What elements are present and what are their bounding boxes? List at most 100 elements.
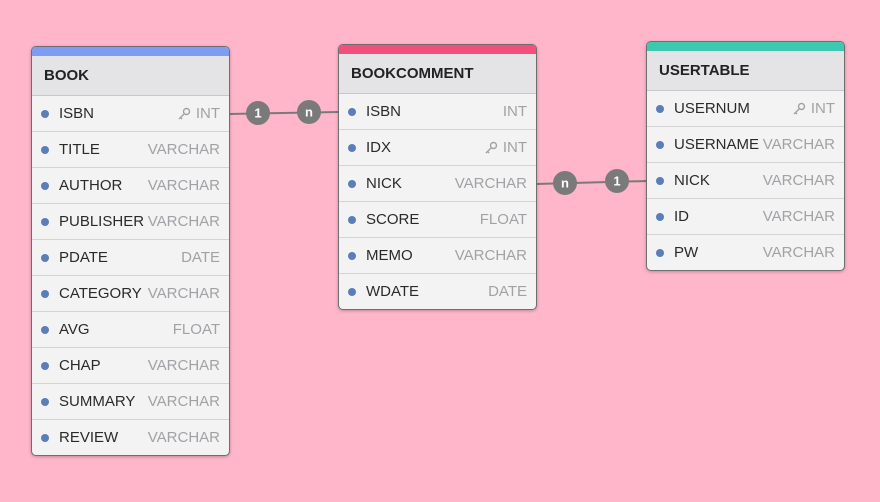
field-row[interactable]: REVIEW VARCHAR	[32, 420, 229, 455]
field-type-label: VARCHAR	[762, 136, 835, 153]
field-name: USERNAME	[674, 136, 760, 153]
field-dot	[41, 361, 49, 370]
field-type: DATE	[488, 283, 527, 300]
field-type: INT	[792, 100, 835, 117]
field-type: VARCHAR	[763, 136, 835, 153]
field-type-label: VARCHAR	[147, 177, 220, 194]
field-row[interactable]: NICK VARCHAR	[647, 163, 844, 199]
field-type: FLOAT	[480, 211, 527, 228]
field-type-label: INT	[502, 139, 527, 156]
field-type-label: VARCHAR	[454, 247, 527, 264]
field-name: CATEGORY	[59, 285, 142, 302]
field-row[interactable]: CATEGORY VARCHAR	[32, 276, 229, 312]
field-dot	[656, 248, 664, 257]
field-type-label: VARCHAR	[147, 285, 220, 302]
field-dot	[656, 176, 664, 185]
cardinality-badge-bookcomment-nick: n	[553, 171, 577, 195]
field-dot	[656, 212, 664, 221]
field-type: VARCHAR	[763, 244, 835, 261]
field-type-label: VARCHAR	[147, 141, 220, 158]
field-type: VARCHAR	[148, 393, 220, 410]
field-name: REVIEW	[59, 429, 119, 446]
field-type-label: INT	[810, 100, 835, 117]
field-dot	[348, 107, 356, 116]
field-type-label: DATE	[488, 283, 527, 300]
field-dot	[41, 397, 49, 406]
field-type: VARCHAR	[148, 429, 220, 446]
field-name: AUTHOR	[59, 177, 123, 194]
field-row[interactable]: PW VARCHAR	[647, 235, 844, 270]
field-row[interactable]: ISBN INT	[32, 96, 229, 132]
field-name: SUMMARY	[59, 393, 136, 410]
table-title[interactable]: BOOKCOMMENT	[339, 54, 536, 94]
field-dot	[41, 433, 49, 442]
field-dot	[41, 145, 49, 154]
field-name: ISBN	[59, 105, 95, 122]
field-type: VARCHAR	[148, 285, 220, 302]
field-dot	[41, 289, 49, 298]
field-row[interactable]: IDX INT	[339, 130, 536, 166]
field-name: PW	[674, 244, 699, 261]
field-name: NICK	[366, 175, 402, 192]
field-dot	[348, 251, 356, 260]
field-name: PUBLISHER	[59, 213, 145, 230]
field-row[interactable]: TITLE VARCHAR	[32, 132, 229, 168]
field-row[interactable]: CHAP VARCHAR	[32, 348, 229, 384]
relationship-line-book-bookcomment[interactable]	[228, 111, 340, 115]
field-type-label: FLOAT	[172, 321, 220, 338]
field-name: USERNUM	[674, 100, 750, 117]
field-name: ID	[674, 208, 689, 225]
cardinality-badge-usertable-nick: 1	[605, 169, 629, 193]
field-type: VARCHAR	[763, 208, 835, 225]
cardinality-badge-book-isbn: 1	[246, 101, 270, 125]
table-color-bar	[32, 47, 229, 56]
field-row[interactable]: AUTHOR VARCHAR	[32, 168, 229, 204]
field-type: INT	[177, 105, 220, 122]
field-type-label: DATE	[181, 249, 220, 266]
field-dot	[41, 253, 49, 262]
field-type-label: VARCHAR	[147, 213, 220, 230]
field-type-label: VARCHAR	[147, 357, 220, 374]
field-type-label: VARCHAR	[762, 172, 835, 189]
cardinality-label: n	[561, 176, 569, 191]
field-name: CHAP	[59, 357, 101, 374]
cardinality-label: n	[305, 105, 313, 120]
field-row[interactable]: SUMMARY VARCHAR	[32, 384, 229, 420]
table-color-bar	[647, 42, 844, 51]
field-row[interactable]: ID VARCHAR	[647, 199, 844, 235]
field-type: VARCHAR	[148, 213, 220, 230]
field-dot	[656, 104, 664, 113]
table-title[interactable]: BOOK	[32, 56, 229, 96]
field-row[interactable]: USERNUM INT	[647, 91, 844, 127]
field-name: TITLE	[59, 141, 100, 158]
field-type: FLOAT	[173, 321, 220, 338]
field-dot	[41, 217, 49, 226]
field-dot	[348, 143, 356, 152]
table-color-bar	[339, 45, 536, 54]
field-name: IDX	[366, 139, 392, 156]
cardinality-badge-bookcomment-isbn: n	[297, 100, 321, 124]
field-type-label: VARCHAR	[762, 208, 835, 225]
field-dot	[41, 109, 49, 118]
field-type-label: INT	[195, 105, 220, 122]
table-title[interactable]: USERTABLE	[647, 51, 844, 91]
field-dot	[348, 215, 356, 224]
field-name: NICK	[674, 172, 710, 189]
field-dot	[348, 287, 356, 296]
relationship-line-bookcomment-usertable[interactable]	[535, 180, 648, 185]
field-type-label: VARCHAR	[762, 244, 835, 261]
field-dot	[348, 179, 356, 188]
